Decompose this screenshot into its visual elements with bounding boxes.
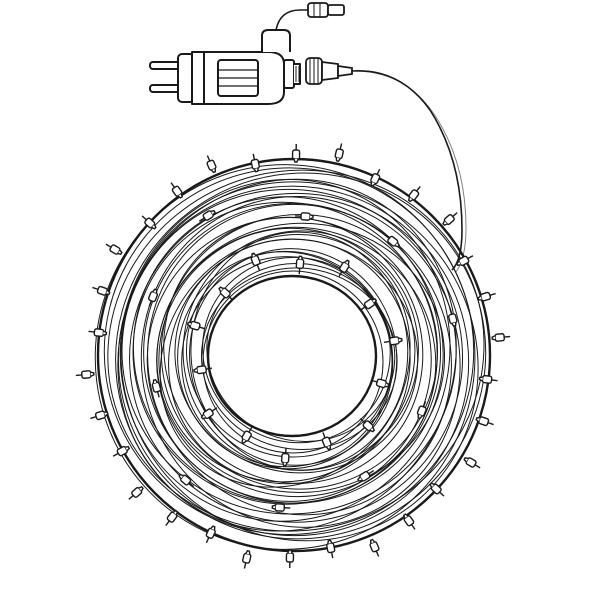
led-bulb-icon (477, 291, 496, 302)
led-bulb-icon (475, 416, 494, 427)
led-bulb-icon (75, 370, 95, 379)
led-bulbs (75, 143, 511, 569)
led-bulb-icon (442, 212, 458, 227)
led-bulb-icon (295, 255, 305, 275)
led-bulb-icon (205, 525, 216, 544)
top-connector-icon (307, 2, 345, 18)
led-bulb-icon (285, 549, 295, 568)
led-bulb-icon (321, 432, 332, 451)
led-bulb-icon (141, 215, 157, 230)
led-bulb-icon (206, 155, 217, 174)
led-bulb-icon (383, 336, 403, 346)
wire-loop (159, 234, 411, 488)
led-bulb-icon (200, 407, 218, 420)
led-bulb-icon (455, 255, 474, 267)
wire-loop (156, 226, 437, 498)
adapter-output (283, 59, 295, 89)
led-bulb-icon (402, 513, 416, 530)
led-bulb-icon (334, 143, 344, 163)
wire-loop (163, 216, 424, 484)
wire-loop (160, 213, 439, 490)
led-bulb-icon (447, 308, 458, 328)
wire-loop (181, 256, 393, 468)
led-bulb-icon (491, 333, 511, 342)
led-bulb-icon (371, 378, 390, 389)
led-bulb-icon (250, 252, 261, 271)
led-bulb-icon (241, 426, 253, 444)
wire-loop (129, 192, 464, 523)
wire-loop (117, 185, 470, 537)
wire-loop (94, 164, 476, 550)
led-bulb-icon (112, 445, 131, 457)
led-bulb-icon (186, 320, 206, 331)
led-bulb-icon (338, 259, 350, 277)
led-bulb-icon (463, 456, 481, 469)
led-bulb-icon (326, 539, 336, 559)
led-bulb-icon (271, 503, 291, 512)
wire-loop (132, 196, 442, 504)
led-bulb-icon (295, 212, 314, 221)
led-bulb-icon (360, 298, 378, 311)
led-bulb-icon (359, 418, 376, 433)
led-bulb-icon (357, 469, 375, 482)
led-bulb-icon (478, 374, 498, 384)
led-bulb-icon (370, 168, 381, 187)
adapter-lead-wire (275, 9, 308, 31)
led-bulb-icon (178, 473, 195, 488)
led-bulb-icon (105, 243, 123, 256)
led-bulb-icon (369, 538, 380, 557)
led-bulb-icon (407, 185, 421, 203)
wire-loop (158, 227, 416, 483)
wire-loop (189, 248, 398, 466)
wire-loop (147, 203, 452, 516)
plug-adapter-icon (149, 29, 301, 105)
led-bulb-icon (429, 482, 445, 497)
led-bulb-icon (291, 144, 301, 163)
led-bulb-icon (193, 365, 213, 375)
wire-loop (120, 181, 479, 542)
connector-icon (305, 57, 353, 85)
wire-loop (107, 169, 485, 532)
led-bulb-icon (90, 410, 109, 421)
led-bulb-icon (151, 378, 162, 398)
wire-loop (103, 167, 475, 535)
adapter-clip (261, 29, 291, 52)
lead-wire (351, 70, 463, 271)
led-bulb-icon (170, 182, 184, 199)
wire-coil-icon (94, 157, 492, 553)
wire-loop (132, 201, 438, 505)
led-bulb-icon (384, 234, 401, 248)
wire-loop (202, 270, 384, 454)
led-bulb-icon (165, 509, 179, 527)
led-bulb-icon (88, 328, 108, 338)
led-bulb-icon (280, 447, 290, 467)
led-bulb-icon (92, 285, 111, 296)
led-bulb-icon (242, 549, 252, 569)
led-bulb-icon (148, 288, 159, 307)
led-bulb-icon (218, 286, 234, 301)
led-bulb-icon (250, 153, 260, 173)
led-bulb-icon (128, 485, 144, 500)
led-bulb-icon (416, 401, 427, 420)
led-bulb-icon (198, 209, 216, 222)
